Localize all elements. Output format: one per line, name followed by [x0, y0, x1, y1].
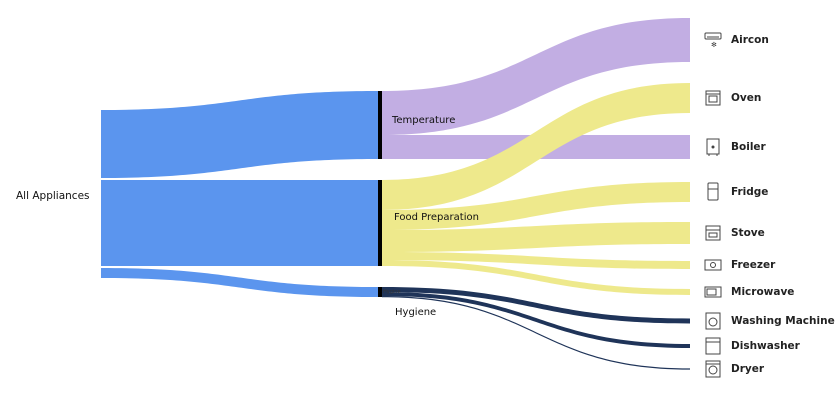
target-label-fridge: Fridge — [731, 186, 769, 198]
link-microwave — [382, 260, 690, 295]
node-temperature — [378, 91, 382, 159]
target-label-washing-machine: Washing Machine — [731, 315, 835, 327]
target-label-aircon: Aircon — [731, 34, 769, 46]
source-label: All Appliances — [16, 190, 90, 202]
link-dishwasher — [382, 292, 690, 348]
link-oven — [382, 83, 690, 210]
group-label-temperature: Temperature — [392, 115, 456, 126]
link-source-to-food-preparation — [101, 180, 378, 266]
washing-machine-icon — [703, 311, 723, 331]
link-dryer — [382, 296, 690, 370]
oven-icon — [703, 88, 723, 108]
aircon-icon: ✻ — [703, 30, 723, 50]
target-label-freezer: Freezer — [731, 259, 776, 271]
target-label-oven: Oven — [731, 92, 762, 104]
microwave-icon — [703, 282, 723, 302]
dishwasher-icon — [703, 336, 723, 356]
target-label-boiler: Boiler — [731, 141, 766, 153]
link-washing-machine — [382, 287, 690, 324]
link-freezer — [382, 252, 690, 269]
boiler-icon — [703, 137, 723, 157]
freezer-icon — [703, 255, 723, 275]
target-label-microwave: Microwave — [731, 286, 795, 298]
fridge-icon — [703, 182, 723, 202]
link-stove — [382, 222, 690, 252]
link-aircon — [382, 18, 690, 135]
stove-icon — [703, 223, 723, 243]
group-label-hygiene: Hygiene — [395, 307, 437, 318]
dryer-icon — [703, 359, 723, 379]
target-label-dishwasher: Dishwasher — [731, 340, 800, 352]
link-fridge — [382, 182, 690, 230]
hygiene-node-inner-label: Hygine — [383, 289, 401, 295]
target-label-stove: Stove — [731, 227, 765, 239]
link-source-to-hygiene — [101, 268, 378, 297]
node-food-preparation — [378, 180, 382, 266]
link-source-to-temperature — [101, 91, 378, 178]
svg-text:✻: ✻ — [711, 41, 717, 49]
node-hygiene — [378, 287, 382, 297]
target-label-dryer: Dryer — [731, 363, 765, 375]
group-label-food-preparation: Food Preparation — [394, 212, 479, 223]
